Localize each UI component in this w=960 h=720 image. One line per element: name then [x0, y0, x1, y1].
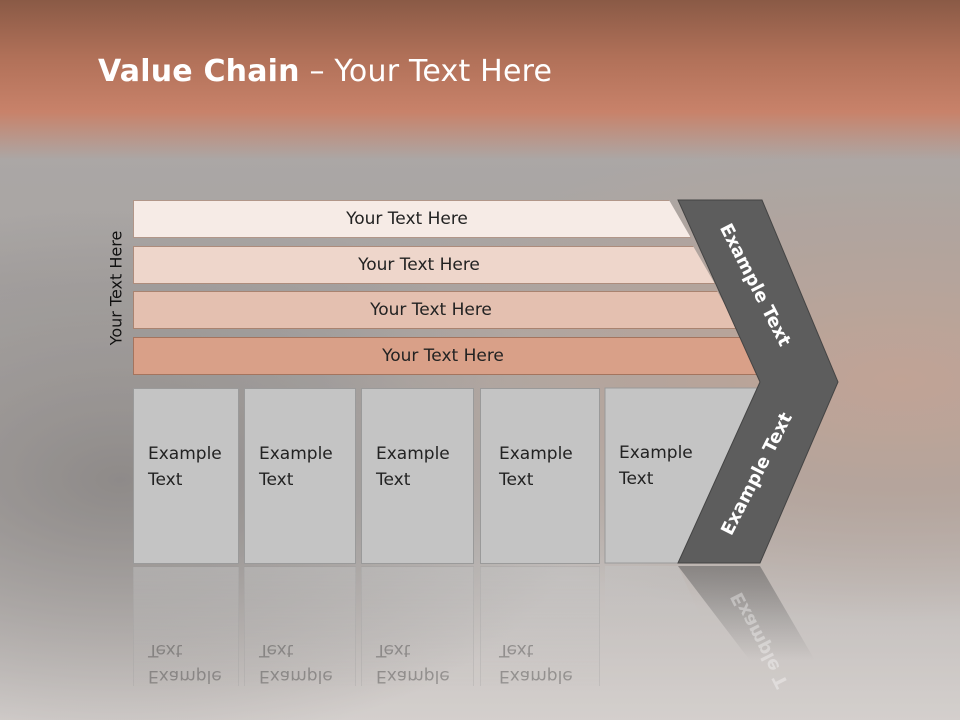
- column-label-line1: Example: [259, 444, 333, 464]
- support-activity-bar-2[interactable]: Your Text Here: [133, 246, 715, 284]
- bar-label: Your Text Here: [358, 255, 480, 275]
- bar-label: Your Text Here: [346, 209, 468, 229]
- margin-chevron-reflection: [678, 566, 838, 700]
- margin-chevron[interactable]: [677, 199, 839, 564]
- slide-title-rest: – Your Text Here: [299, 54, 553, 89]
- support-activity-bar-3[interactable]: Your Text Here: [133, 291, 739, 329]
- column-label-line1: Example: [499, 444, 573, 464]
- column-label-line1: Example: [148, 444, 222, 464]
- column-label-line2: Text: [148, 470, 183, 490]
- bar-label: Your Text Here: [382, 346, 504, 366]
- title-band: [0, 0, 960, 160]
- slide-title-bold: Value Chain: [98, 54, 300, 89]
- column-label-line2: Text: [499, 470, 534, 490]
- column-label-line1: Example: [619, 443, 693, 463]
- column-label-line2: Text: [376, 470, 411, 490]
- column-label-line2: Text: [619, 469, 654, 489]
- support-activity-bar-1[interactable]: Your Text Here: [133, 200, 691, 238]
- column-reflection-5: [605, 566, 720, 660]
- slide-title: Value Chain – Your Text Here: [98, 54, 552, 89]
- bar-label: Your Text Here: [370, 300, 492, 320]
- column-label-line1: Example: [376, 444, 450, 464]
- support-activity-bar-4[interactable]: Your Text Here: [133, 337, 763, 375]
- column-label-line2: Text: [259, 470, 294, 490]
